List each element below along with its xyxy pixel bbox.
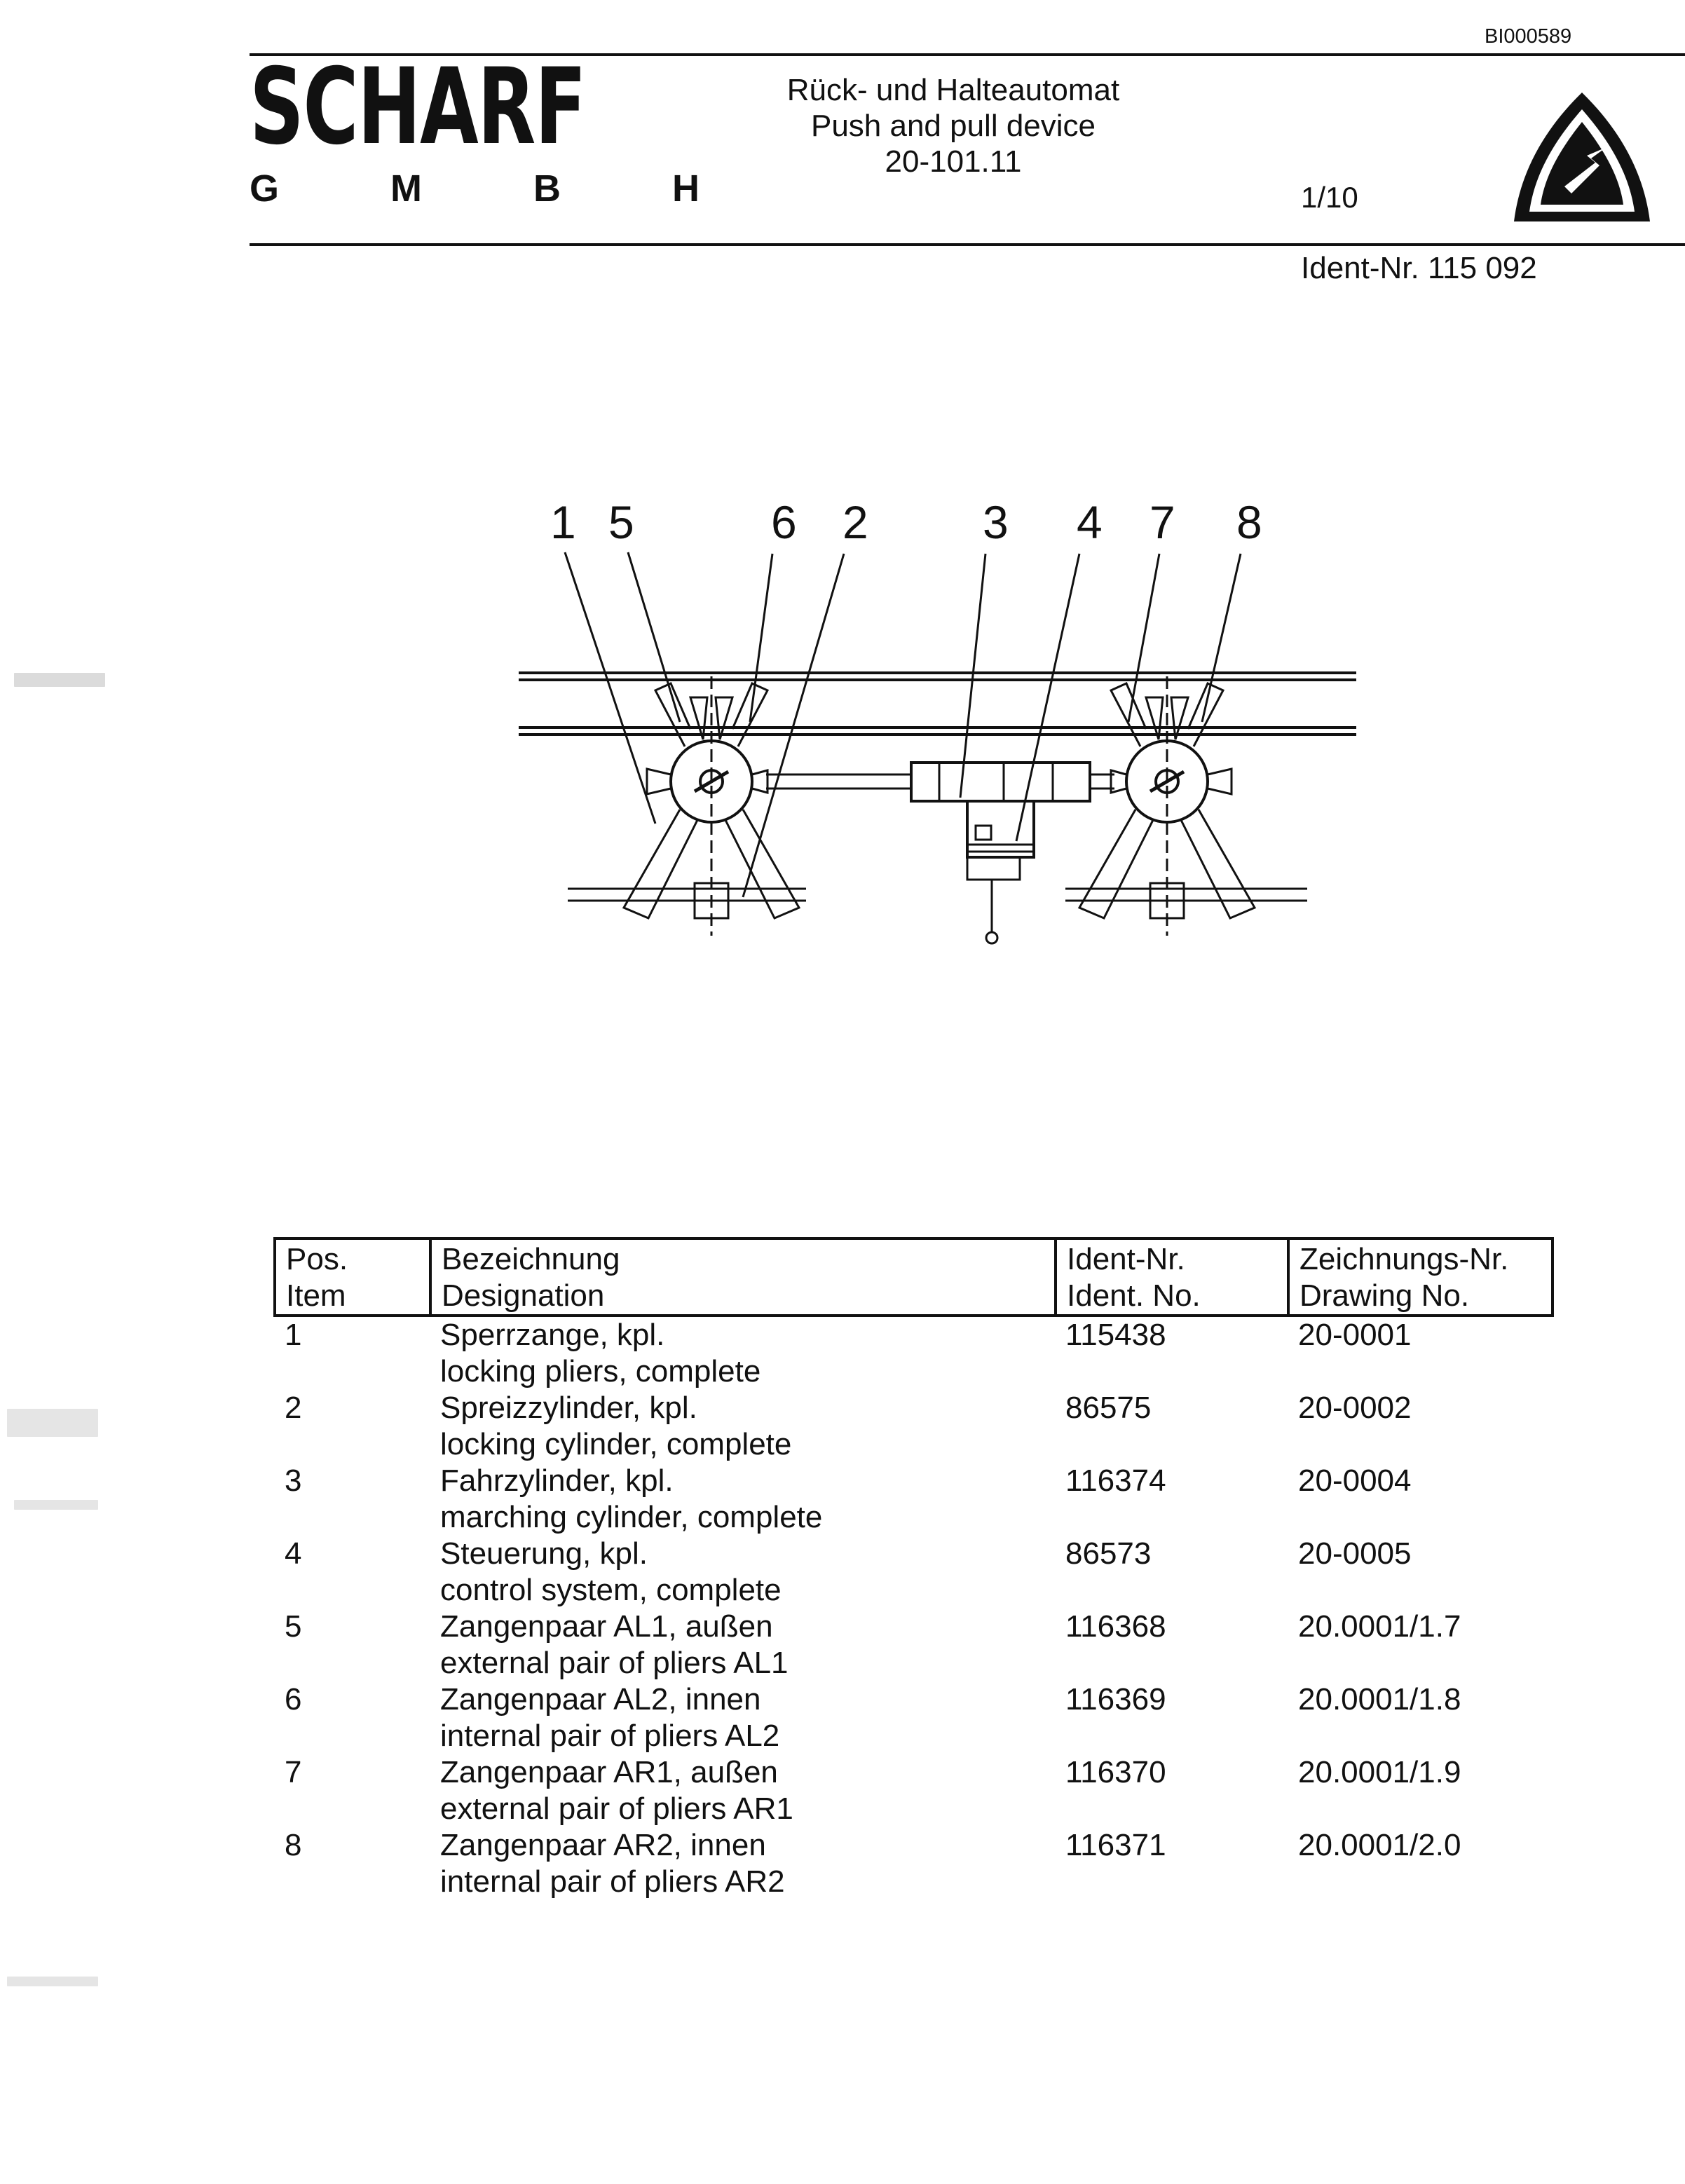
cell-pos: 6 — [285, 1682, 302, 1717]
table-row: 1 Sperrzange, kpl.locking pliers, comple… — [275, 1316, 1553, 1390]
scan-noise — [14, 1500, 98, 1510]
table-row: 3 Fahrzylinder, kpl.marching cylinder, c… — [275, 1463, 1553, 1536]
drawing-reference: 20-101.11 — [885, 144, 1022, 179]
cell-drawing: 20-0002 — [1298, 1391, 1412, 1425]
callout-5: 5 — [608, 496, 634, 548]
table-row: 2 Spreizzylinder, kpl.locking cylinder, … — [275, 1390, 1553, 1463]
cell-ident: 115438 — [1065, 1318, 1166, 1352]
cell-pos: 2 — [285, 1391, 302, 1425]
cell-drawing: 20-0001 — [1298, 1318, 1412, 1352]
cell-drawing: 20-0005 — [1298, 1536, 1412, 1571]
callout-1: 1 — [550, 496, 576, 548]
cell-designation: Fahrzylinder, kpl.marching cylinder, com… — [440, 1463, 823, 1534]
cell-drawing: 20-0004 — [1298, 1463, 1412, 1498]
header-ident-no: Ident-Nr.Ident. No. — [1054, 1237, 1290, 1317]
cell-pos: 8 — [285, 1828, 302, 1862]
cell-drawing: 20.0001/2.0 — [1298, 1828, 1461, 1862]
cell-designation: Sperrzange, kpl.locking pliers, complete — [440, 1318, 761, 1388]
cell-pos: 3 — [285, 1463, 302, 1498]
cell-drawing: 20.0001/1.8 — [1298, 1682, 1461, 1717]
company-emblem-icon — [1514, 93, 1650, 221]
document-number: BI000589 — [1485, 25, 1572, 48]
cell-pos: 5 — [285, 1609, 302, 1644]
cell-ident: 86573 — [1065, 1536, 1152, 1571]
cell-pos: 7 — [285, 1755, 302, 1789]
cell-pos: 4 — [285, 1536, 302, 1571]
cell-ident: 116368 — [1065, 1609, 1166, 1644]
scan-noise — [7, 1977, 98, 1986]
cell-drawing: 20.0001/1.7 — [1298, 1609, 1461, 1644]
title-german: Rück- und Halteautomat — [786, 73, 1120, 107]
cell-designation: Spreizzylinder, kpl.locking cylinder, co… — [440, 1391, 792, 1461]
header-title-block: Rück- und Halteautomat Push and pull dev… — [673, 72, 1234, 179]
callout-6: 6 — [771, 496, 797, 548]
table-row: 4 Steuerung, kpl.control system, complet… — [275, 1536, 1553, 1609]
cell-designation: Steuerung, kpl.control system, complete — [440, 1536, 782, 1607]
cell-pos: 1 — [285, 1318, 302, 1352]
header-bottom-rule — [250, 243, 1685, 246]
title-english: Push and pull device — [810, 109, 1096, 143]
callout-7: 7 — [1150, 496, 1175, 548]
scan-noise — [7, 1409, 98, 1437]
header-top-rule — [250, 53, 1685, 56]
callout-4: 4 — [1077, 496, 1103, 548]
header-pos: Pos.Item — [273, 1237, 432, 1317]
cell-ident: 116374 — [1065, 1463, 1166, 1498]
scan-noise — [14, 673, 105, 687]
page-number: 1/10 — [1301, 181, 1358, 214]
callout-2: 2 — [842, 496, 868, 548]
cell-ident: 86575 — [1065, 1391, 1152, 1425]
ident-number: Ident-Nr. 115 092 — [1301, 251, 1537, 285]
cell-ident: 116369 — [1065, 1682, 1166, 1717]
company-logo-name: SCHARF — [250, 46, 587, 168]
push-pull-device-drawing: 1 5 6 2 3 4 7 8 — [519, 496, 1356, 945]
header-drawing-no: Zeichnungs-Nr.Drawing No. — [1287, 1237, 1554, 1317]
callout-8: 8 — [1236, 496, 1262, 548]
callout-3: 3 — [983, 496, 1009, 548]
cell-ident: 116370 — [1065, 1755, 1166, 1789]
cell-ident: 116371 — [1065, 1828, 1166, 1862]
cell-drawing: 20.0001/1.9 — [1298, 1755, 1461, 1789]
company-logo-suffix: G M B H — [250, 168, 750, 210]
